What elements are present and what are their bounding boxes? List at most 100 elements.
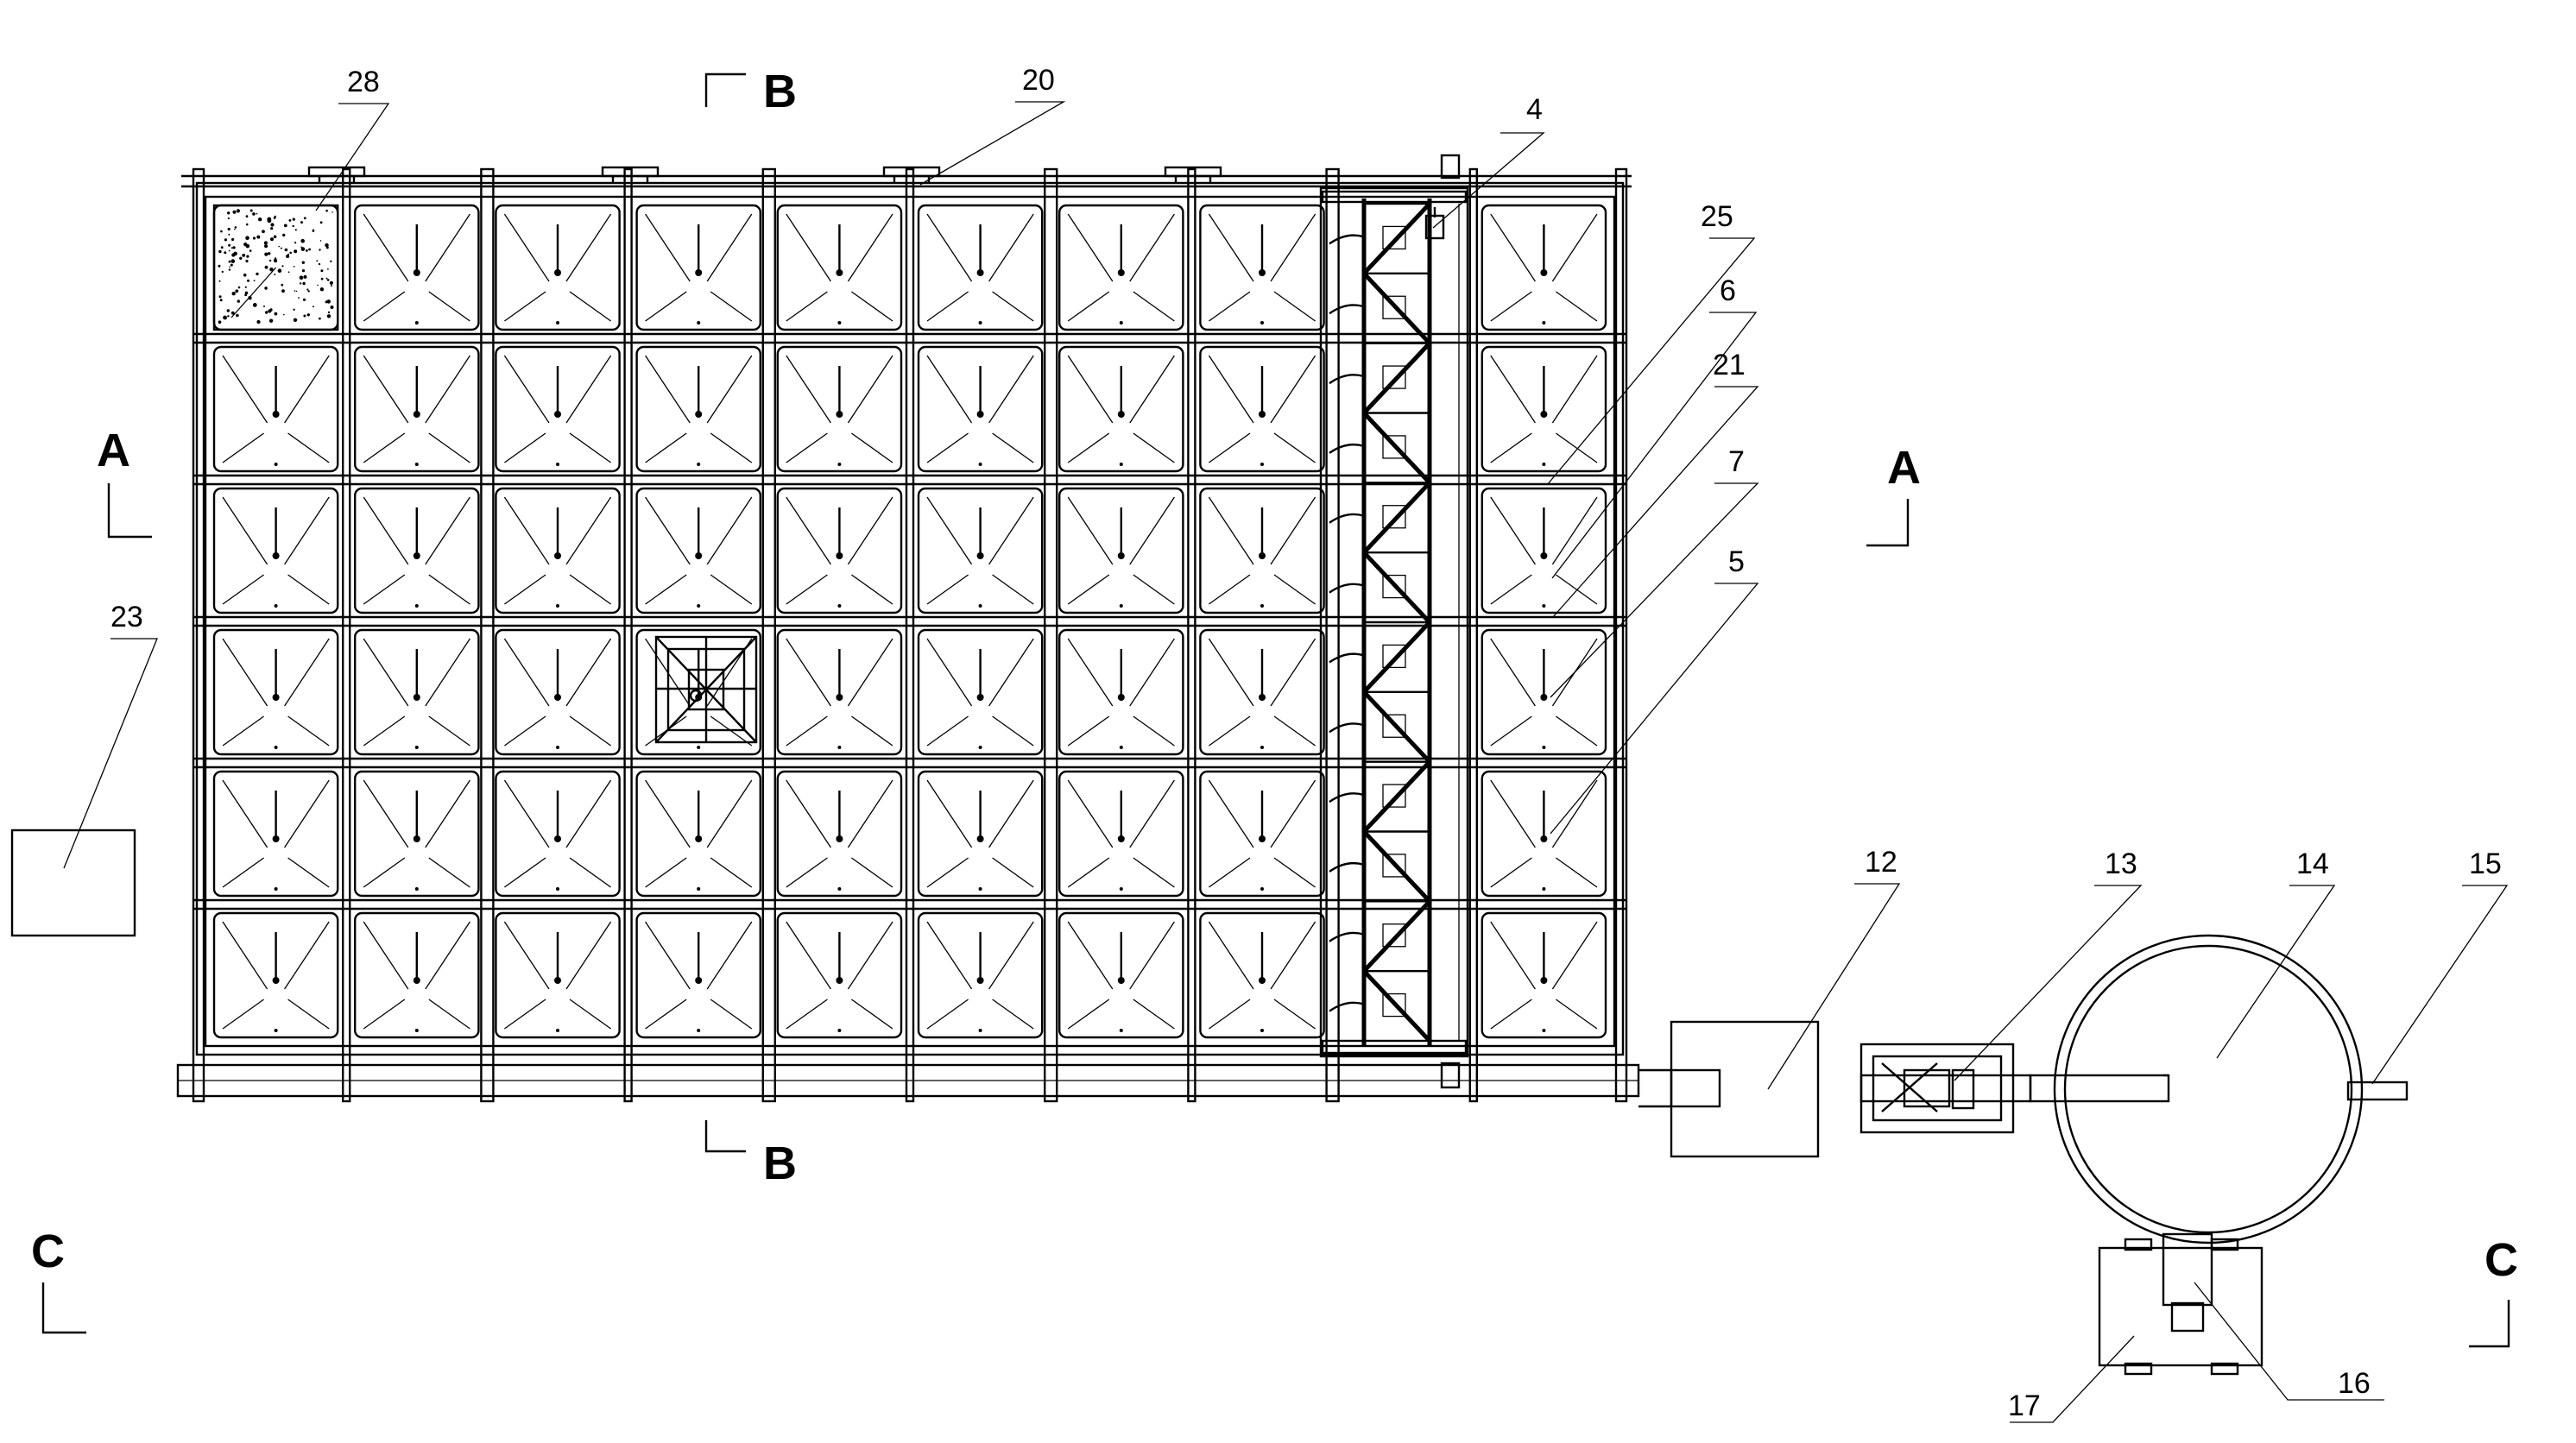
section-a-right: A [1887,442,1921,494]
moving-bridge [1319,154,1469,1089]
equipment-12 [1638,1020,1820,1158]
section-c-right: C [2484,1234,2518,1286]
filter-cell [776,204,903,331]
column-post [623,167,633,1103]
filter-cell [1481,204,1607,331]
filter-cell [776,487,903,614]
filter-cell [1481,345,1607,473]
filter-cell [917,204,1044,331]
label-5: 5 [1728,545,1745,578]
label-16: 16 [2338,1367,2371,1400]
row-beams [193,332,1626,911]
label-20: 20 [1022,64,1055,97]
filter-cell [635,770,761,898]
column-posts [192,167,1628,1103]
filter-cell [354,204,480,331]
filter-cell [776,911,903,1039]
filter-cell [354,911,480,1039]
label-25: 25 [1701,200,1733,233]
filter-cell [1058,911,1184,1039]
filter-cell [917,770,1044,898]
leaders: 28 20 4 25 6 21 7 5 23 12 13 14 15 16 17 [63,64,2509,1423]
device-23 [10,829,136,937]
pipe-15 [2346,1081,2409,1101]
section-marks: B B A A C C [31,66,2518,1348]
column-post [1043,167,1058,1103]
filter-cell [212,487,339,614]
column-post [1614,167,1628,1103]
filter-cell [495,204,621,331]
label-23: 23 [110,601,143,633]
filter-cell [635,911,761,1039]
filter-cells [212,204,1607,1039]
filter-cell [1199,204,1325,331]
label-15: 15 [2469,848,2502,880]
filter-cell [635,345,761,473]
filter-cell [1058,487,1184,614]
filter-cell [212,911,339,1039]
label-13: 13 [2105,848,2137,880]
filter-cell [212,628,339,756]
column-post [1325,167,1340,1103]
column-post [342,167,351,1103]
filter-cell [495,770,621,898]
filter-cell [1058,345,1184,473]
filter-cell [1058,628,1184,756]
filter-cell [1199,628,1325,756]
filter-cell [495,911,621,1039]
column-post [1468,167,1479,1103]
filter-cell [1199,345,1325,473]
filter-cell [495,345,621,473]
filter-cell [354,487,480,614]
filter-cell [1199,911,1325,1039]
filter-cell [776,770,903,898]
section-a-left: A [97,425,130,476]
filter-cell [1058,204,1184,331]
filter-cell [917,487,1044,614]
filter-cell [776,628,903,756]
filter-cell [495,487,621,614]
label-21: 21 [1713,349,1746,381]
filter-cell [1481,770,1607,898]
equipment-13 [1859,1043,2170,1134]
filter-cell [495,628,621,756]
label-14: 14 [2296,848,2329,880]
filter-cell [354,770,480,898]
label-17: 17 [2008,1389,2041,1422]
filter-cell [354,345,480,473]
column-post [480,167,495,1103]
column-post [1187,167,1196,1103]
filter-cell [1199,770,1325,898]
filter-cell [635,204,761,331]
filter-cell [917,628,1044,756]
section-c-left: C [31,1226,65,1277]
label-28: 28 [347,66,380,98]
hoist-frame [654,635,758,744]
filter-cell [212,770,339,898]
pump-16-17 [2098,1232,2263,1376]
filter-cell [1481,628,1607,756]
label-6: 6 [1720,274,1736,307]
filter-cell [1481,911,1607,1039]
filter-cell [917,345,1044,473]
filter-cell [354,628,480,756]
cell-28-stipple [212,204,339,331]
section-b-top: B [763,66,797,117]
filter-cell [776,345,903,473]
tank-14 [2053,934,2409,1245]
filter-cell [635,487,761,614]
filter-cell [1199,487,1325,614]
column-post [192,167,205,1103]
column-post [905,167,915,1103]
column-post [761,167,776,1103]
label-4: 4 [1526,93,1543,126]
filter-cell [917,911,1044,1039]
top-outlets [307,166,1222,183]
filter-cell [1481,487,1607,614]
section-b-bottom: B [763,1137,797,1189]
filter-cell [212,345,339,473]
label-12: 12 [1865,846,1897,879]
label-7: 7 [1728,445,1745,478]
filter-cell [1058,770,1184,898]
